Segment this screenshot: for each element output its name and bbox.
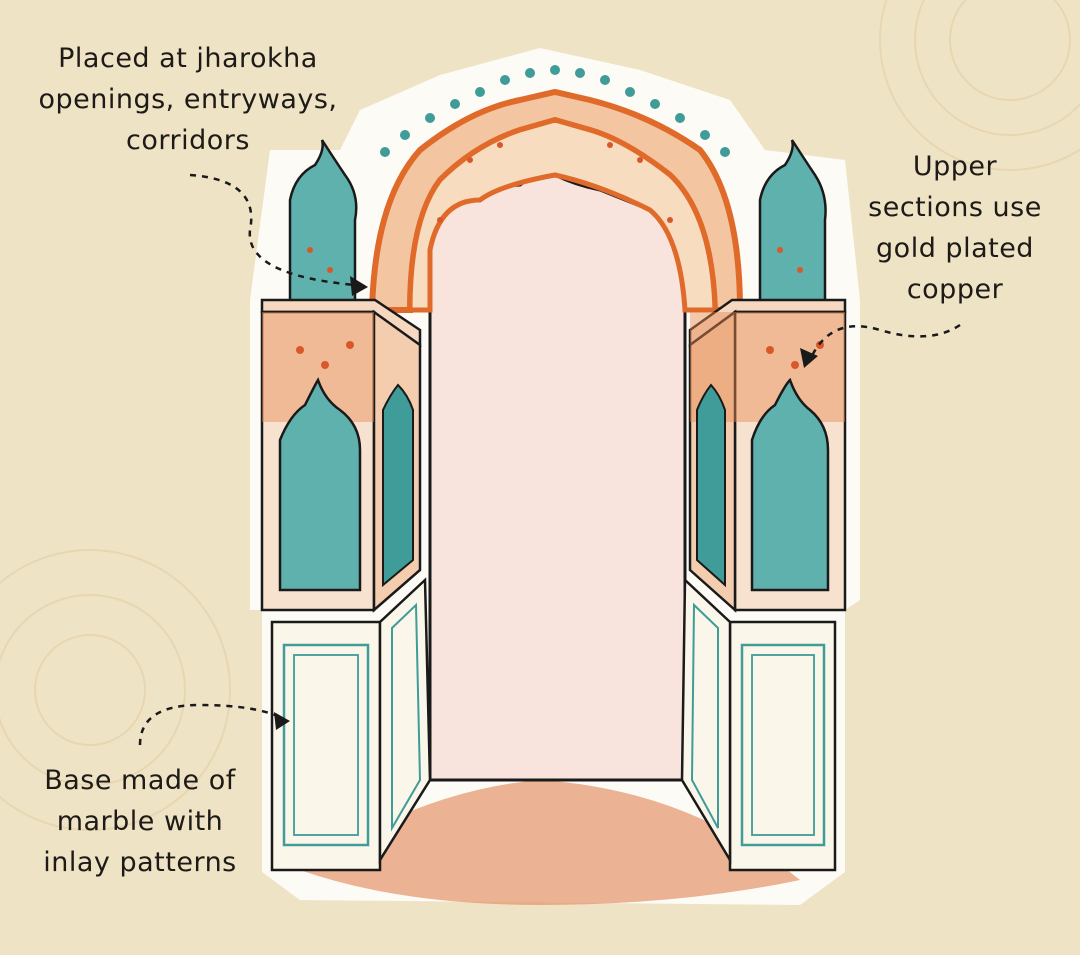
annotation-line: openings, entryways, bbox=[38, 84, 338, 115]
left-base-side-inlay bbox=[391, 602, 422, 832]
arrow-head-right bbox=[800, 348, 818, 368]
left-base-inlay-inner bbox=[293, 654, 359, 836]
annotation-line: marble with bbox=[56, 806, 224, 837]
right-base bbox=[728, 620, 837, 872]
annotation-line: inlay patterns bbox=[43, 847, 237, 878]
left-side-niche bbox=[382, 383, 414, 588]
annotation-line: copper bbox=[906, 274, 1004, 305]
right-turret bbox=[758, 139, 827, 307]
right-side-niche bbox=[696, 383, 726, 588]
left-pillar-niche bbox=[278, 377, 362, 592]
arch-inner-band bbox=[407, 117, 718, 313]
annotation-line: Upper bbox=[912, 151, 998, 182]
left-base-inlay bbox=[282, 643, 370, 847]
annotation-arrows bbox=[138, 173, 961, 746]
right-base-side-inlay bbox=[690, 602, 719, 829]
arrow-head-bottom-left bbox=[274, 712, 290, 730]
mandala-decoration-bottom-left bbox=[0, 549, 231, 831]
right-base-inlay-inner bbox=[751, 654, 815, 836]
floor-wash bbox=[300, 780, 800, 905]
right-base-inlay bbox=[740, 643, 826, 847]
annotation-upper-sections: Upper sections use gold plated copper bbox=[840, 146, 1070, 310]
arch-opening bbox=[428, 172, 687, 782]
arrow-top-left bbox=[189, 173, 356, 287]
left-base bbox=[270, 620, 382, 872]
right-pillar-niche bbox=[750, 377, 830, 592]
annotation-line: sections use bbox=[868, 192, 1042, 223]
mandala-decoration-top-right bbox=[879, 0, 1080, 171]
annotation-placement: Placed at jharokha openings, entryways, … bbox=[28, 38, 348, 161]
annotation-base: Base made of marble with inlay patterns bbox=[20, 760, 260, 883]
orange-motifs bbox=[296, 142, 824, 369]
annotation-line: Placed at jharokha bbox=[58, 43, 318, 74]
left-turret bbox=[288, 139, 358, 307]
arrow-heads bbox=[274, 276, 818, 730]
annotation-line: gold plated bbox=[876, 233, 1034, 264]
arrow-bottom-left bbox=[138, 703, 283, 746]
arch-finials bbox=[380, 65, 730, 157]
arrow-head-top-left bbox=[350, 276, 368, 296]
annotation-line: Base made of bbox=[44, 765, 236, 796]
annotation-line: corridors bbox=[126, 125, 250, 156]
